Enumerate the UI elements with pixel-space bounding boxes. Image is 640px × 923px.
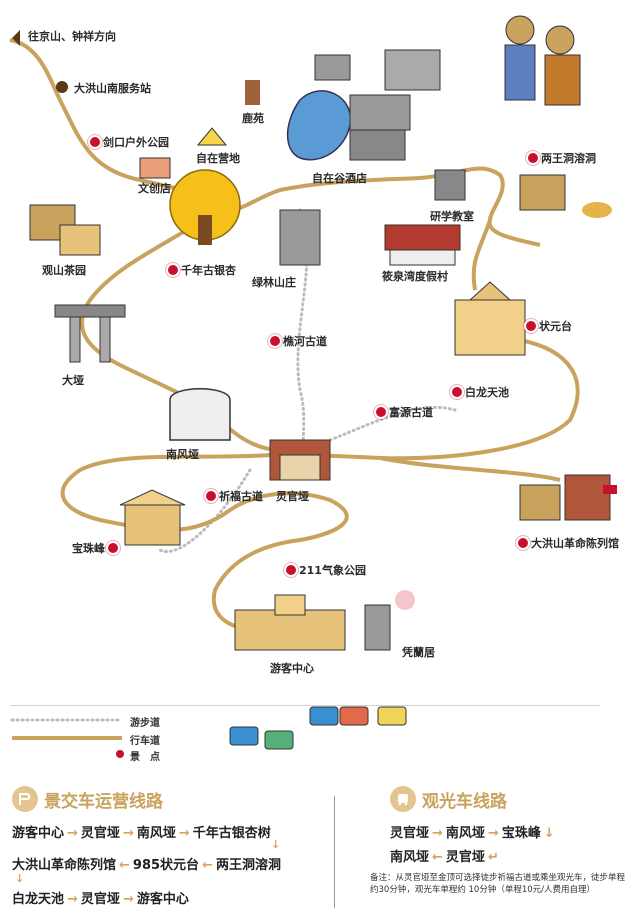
- place-hotel: 自在谷酒店: [312, 172, 367, 185]
- spot-icon: [206, 491, 216, 501]
- place-qifu: 祈福古道: [206, 488, 263, 504]
- road-museum: [379, 456, 561, 482]
- shuttle-line-2: 大洪山革命陈列馆←985状元台←两王洞溶洞: [12, 858, 281, 873]
- place-liangwang: 两王洞溶洞: [528, 150, 596, 166]
- spot-icon: [286, 565, 296, 575]
- down-arrow-icon: ↓: [15, 872, 25, 885]
- lake: [286, 90, 352, 161]
- sightseeing-note: 备注：从灵官垭至金顶可选择徒步祈福古道或乘坐观光车，徒步单程约30分钟，观光车单…: [370, 873, 626, 895]
- shuttle-line-3: 白龙天池→灵官垭→游客中心: [12, 892, 189, 907]
- building-tea: [29, 204, 101, 256]
- building-zhuangyuan: [454, 281, 526, 356]
- mascot-family: [504, 15, 581, 106]
- place-ginkgo: 千年古银杏: [168, 262, 236, 278]
- camp-tent: [196, 127, 228, 146]
- building-pinglan: [364, 590, 415, 651]
- scenic-map: 往京山、钟祥方向 大洪山南服务站 剑口户外公园 自在营地 鹿苑 文创店 自在谷酒…: [9, 15, 619, 675]
- legend: 游步道 行车道 景 点: [10, 705, 610, 765]
- legend-drive: 行车道: [130, 736, 160, 747]
- spot-icon: [528, 153, 538, 163]
- spot-icon: [90, 137, 100, 147]
- down-arrow-icon: ↓: [271, 838, 281, 851]
- legend-spot: 景 点: [130, 752, 160, 763]
- map-canvas: [9, 15, 617, 651]
- shuttle-line-1: 游客中心→灵官垭→南风垭→千年古银杏树: [12, 826, 271, 841]
- car-icon: [229, 726, 259, 746]
- place-camp: 自在营地: [196, 152, 240, 165]
- place-bailong: 白龙天池: [452, 384, 509, 400]
- building-study: [434, 169, 466, 201]
- direction-arrow-icon: [12, 30, 20, 46]
- place-lvlin: 绿林山庄: [252, 276, 296, 289]
- road-east: [214, 166, 541, 247]
- deer-figure: [245, 80, 260, 105]
- place-jiankou: 剑口户外公园: [90, 134, 169, 150]
- spot-icon: [376, 407, 386, 417]
- spot-icon: [526, 321, 536, 331]
- building-dayan-gate: [54, 304, 126, 363]
- place-zhuangyuan: 状元台: [526, 318, 572, 334]
- sightseeing-line-2: 南风垭←灵官垭↵: [390, 850, 499, 865]
- sightseeing-route-title: 观光车线路: [390, 786, 507, 812]
- place-deer: 鹿苑: [242, 112, 264, 125]
- shop-building: [139, 157, 171, 179]
- car-icon: [339, 706, 369, 726]
- place-resort: 筱泉湾度假村: [382, 270, 448, 283]
- building-hotel: [314, 49, 441, 161]
- road-resort: [471, 219, 492, 291]
- place-museum: 大洪山革命陈列馆: [518, 535, 619, 551]
- sightseeing-line-1: 灵官垭→南风垭→宝珠峰↓: [390, 826, 555, 841]
- spot-icon: [270, 336, 280, 346]
- trail-qifu: [158, 468, 252, 553]
- spot-icon: [168, 265, 178, 275]
- place-weather: 211气象公园: [286, 562, 366, 578]
- legend-walk: 游步道: [130, 718, 160, 729]
- place-fuyuan: 富源古道: [376, 404, 433, 420]
- place-dayan: 大垭: [62, 374, 84, 387]
- place-nanfeng: 南风垭: [166, 448, 199, 461]
- place-shop: 文创店: [138, 182, 171, 195]
- trail-fuyuan: [328, 405, 457, 442]
- place-tea: 观山茶园: [42, 264, 86, 277]
- building-liangwang: [519, 174, 612, 218]
- car-icon: [264, 730, 294, 750]
- building-resort: [384, 224, 461, 266]
- road-east-loop: [289, 338, 580, 461]
- building-lvlin: [279, 209, 321, 266]
- spot-icon: [108, 543, 118, 553]
- car-icon: [377, 706, 407, 726]
- bus-icon: [390, 786, 416, 812]
- place-visitor: 游客中心: [270, 662, 314, 675]
- building-baozhu: [119, 489, 186, 546]
- ginkgo-tree: [169, 169, 241, 245]
- road-south: [60, 453, 349, 632]
- building-visitor: [234, 594, 346, 651]
- car-icon: [309, 706, 339, 726]
- building-lingguan: [269, 439, 331, 481]
- service-area-marker: [56, 81, 68, 93]
- spot-icon: [452, 387, 462, 397]
- building-nanfeng: [169, 388, 231, 441]
- direction-label: 往京山、钟祥方向: [28, 30, 116, 43]
- place-baozhu: 宝珠峰: [72, 540, 118, 556]
- legend-spot-icon: [116, 750, 124, 758]
- routes-section: 景交车运营线路 游客中心→灵官垭→南风垭→千年古银杏树 ↓ 大洪山革命陈列馆←9…: [0, 772, 640, 923]
- shuttle-route-title: 景交车运营线路: [12, 786, 163, 812]
- place-pinglan: 凭蘭居: [402, 646, 435, 659]
- shuttle-icon: [12, 786, 38, 812]
- building-museum: [519, 474, 617, 521]
- divider: [334, 796, 335, 908]
- place-study: 研学教室: [430, 210, 474, 223]
- spot-icon: [518, 538, 528, 548]
- place-service-area: 大洪山南服务站: [74, 82, 151, 95]
- place-lingguan: 灵官垭: [276, 490, 309, 503]
- place-qiaohe: 樵河古道: [270, 333, 327, 349]
- legend-graphics: [10, 705, 600, 758]
